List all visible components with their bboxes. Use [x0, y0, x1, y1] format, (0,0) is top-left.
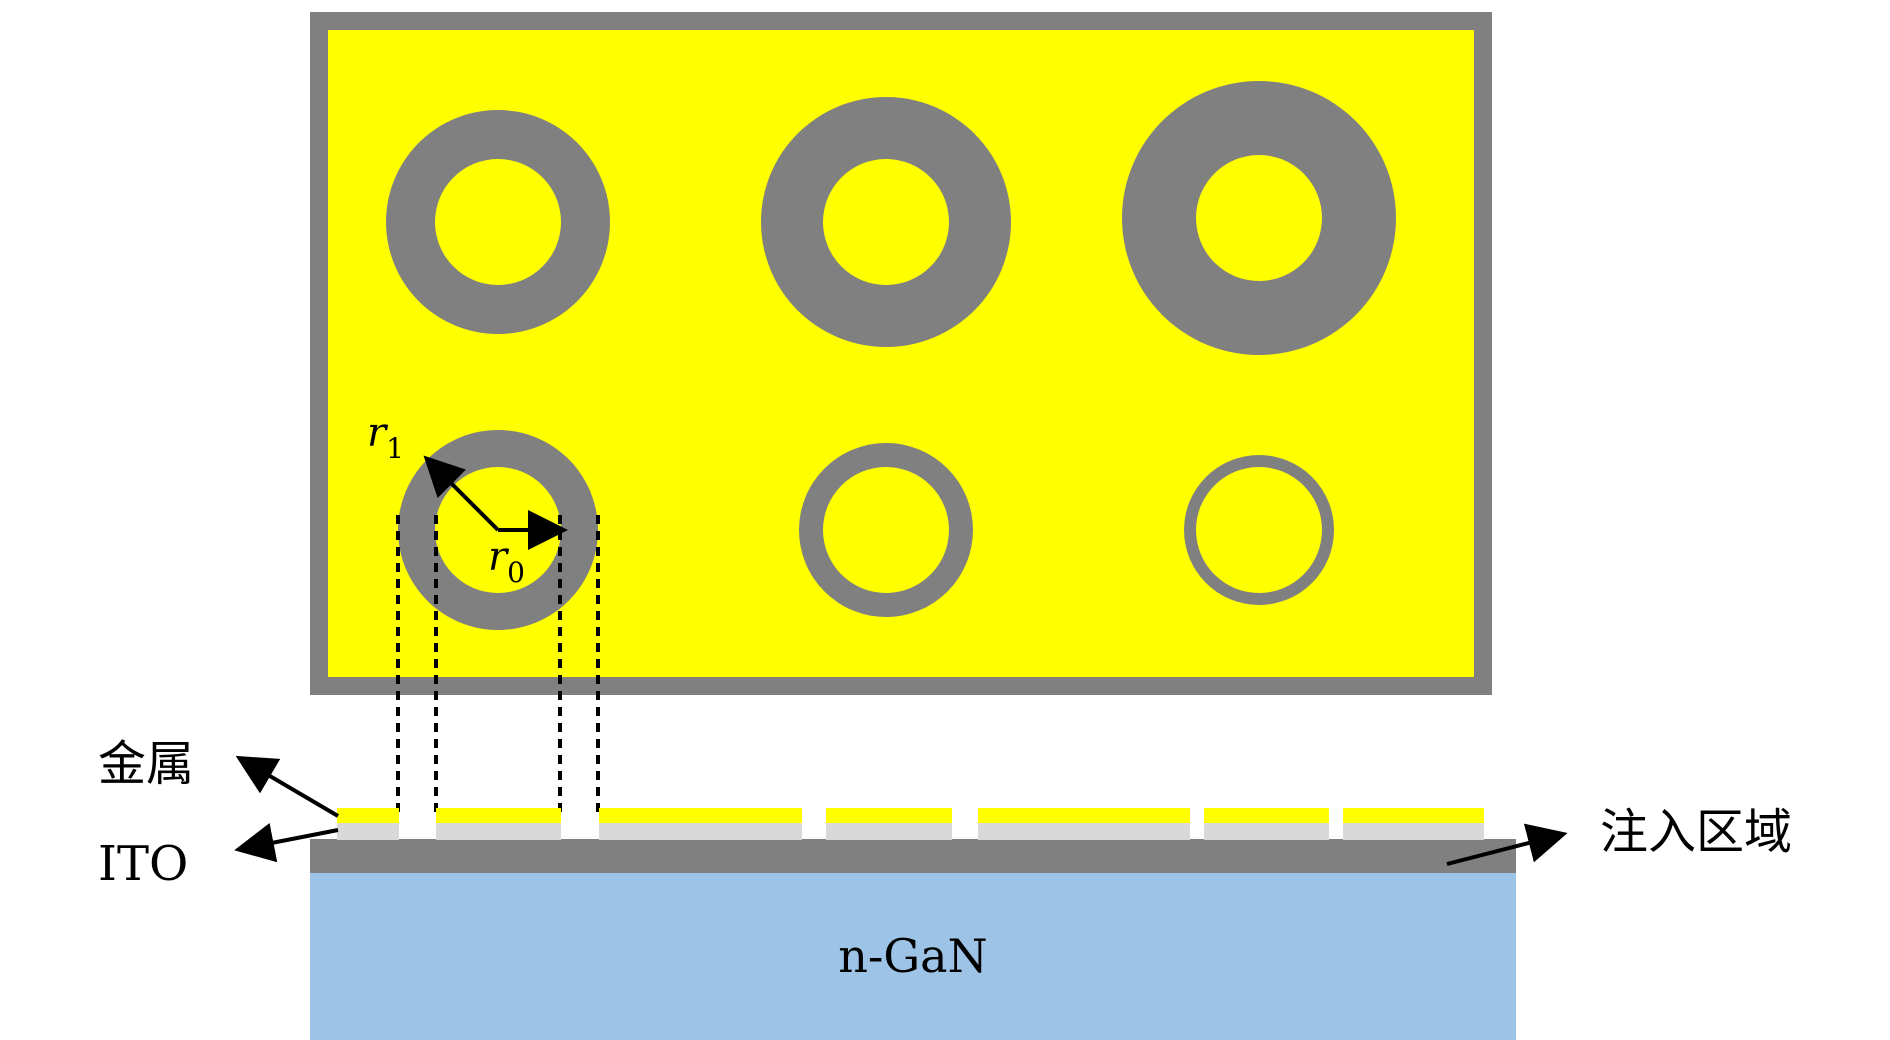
cross-section: n-GaN: [310, 808, 1516, 1040]
substrate-label: n-GaN: [838, 929, 988, 983]
ring-top-2: [761, 97, 1011, 347]
ring-top-3: [1122, 81, 1396, 355]
electrode-segment: [826, 808, 952, 840]
ito-label: ITO: [98, 836, 188, 892]
electrode-segment: [1343, 808, 1484, 840]
ring-bottom-3: [1184, 455, 1334, 605]
injection-region-label: 注入区域: [1600, 804, 1792, 860]
r1-label: r1: [367, 410, 404, 465]
ito-arrow: [234, 822, 339, 863]
electrode-segment: [1204, 808, 1329, 840]
callouts: 金属 ITO 注入区域: [98, 736, 1792, 892]
ring-top-1: [386, 110, 610, 334]
electrode-segment: [599, 808, 802, 840]
electrode-segment: [436, 808, 561, 840]
electrode-segment: [337, 808, 399, 840]
n-gan-substrate: [310, 872, 1516, 1040]
metal-arrow: [235, 755, 340, 818]
r1-arrow: [423, 455, 500, 532]
top-view: r1 r0: [310, 12, 1492, 695]
injection-arrow: [1446, 823, 1568, 866]
r0-label: r0: [488, 534, 525, 589]
injection-layer: [310, 839, 1516, 873]
ring-bottom-2: [799, 443, 973, 617]
projection-lines: [396, 515, 600, 812]
electrode-segment: [978, 808, 1190, 840]
metal-label: 金属: [98, 736, 194, 792]
